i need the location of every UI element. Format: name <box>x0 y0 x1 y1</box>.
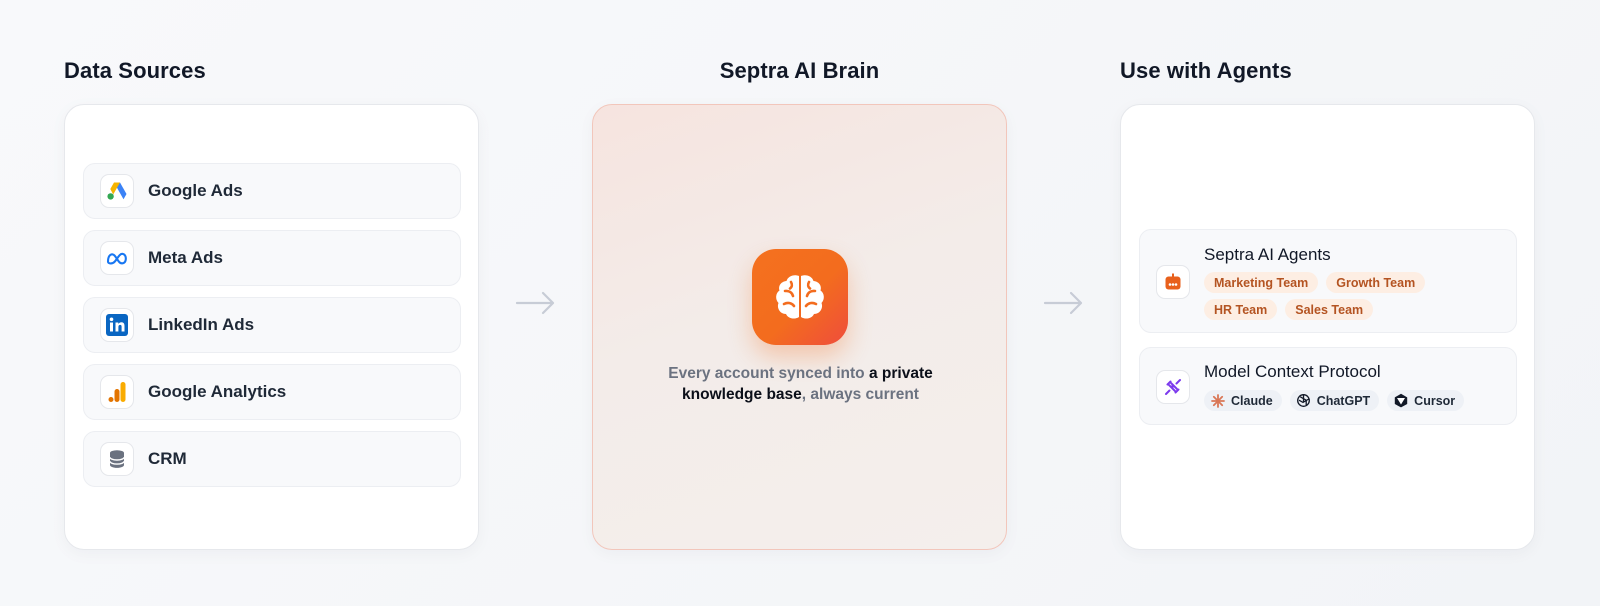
team-tags: Marketing Team Growth Team HR Team Sales… <box>1204 272 1504 320</box>
tag-cursor[interactable]: Cursor <box>1387 390 1465 411</box>
tag-claude[interactable]: Claude <box>1204 390 1282 411</box>
source-item-google-ads[interactable]: Google Ads <box>83 163 461 219</box>
tag-sales-team[interactable]: Sales Team <box>1285 299 1374 320</box>
arrow-right-icon <box>1043 291 1083 315</box>
data-sources-card: Google Ads Meta Ads LinkedIn Ads <box>64 104 479 550</box>
caption-highlight: a private knowledge base <box>682 365 933 403</box>
tag-label: Cursor <box>1414 393 1456 408</box>
septra-agents-box[interactable]: Septra AI Agents Marketing Team Growth T… <box>1139 229 1517 333</box>
tag-label: Claude <box>1231 393 1273 408</box>
data-sources-title: Data Sources <box>64 58 206 83</box>
tag-label: ChatGPT <box>1316 393 1371 408</box>
source-label: CRM <box>148 449 187 468</box>
brain-icon <box>752 249 848 345</box>
database-icon <box>100 442 134 476</box>
source-item-google-analytics[interactable]: Google Analytics <box>83 364 461 420</box>
tag-growth-team[interactable]: Growth Team <box>1326 272 1426 293</box>
caption-text: Every account synced into <box>668 365 869 382</box>
source-label: LinkedIn Ads <box>148 315 255 334</box>
tag-chatgpt[interactable]: ChatGPT <box>1289 390 1380 411</box>
meta-icon <box>100 241 134 275</box>
source-label: Meta Ads <box>148 248 223 267</box>
source-item-meta-ads[interactable]: Meta Ads <box>83 230 461 286</box>
robot-icon <box>1156 265 1190 299</box>
mcp-tags: Claude ChatGPT <box>1204 390 1504 411</box>
source-item-crm[interactable]: CRM <box>83 431 461 487</box>
linkedin-icon <box>100 308 134 342</box>
google-analytics-icon <box>100 375 134 409</box>
brain-card: Every account synced into a private know… <box>592 104 1007 550</box>
source-item-linkedin-ads[interactable]: LinkedIn Ads <box>83 297 461 353</box>
source-label: Google Analytics <box>148 382 287 401</box>
chatgpt-icon <box>1296 393 1312 409</box>
arrow-right-icon <box>515 291 555 315</box>
brain-title: Septra AI Brain <box>719 58 880 83</box>
use-with-agents-card: Septra AI Agents Marketing Team Growth T… <box>1120 104 1535 550</box>
brain-caption: Every account synced into a private know… <box>633 363 968 405</box>
mcp-title: Model Context Protocol <box>1204 362 1381 381</box>
plug-icon <box>1156 370 1190 404</box>
caption-text-end: , always current <box>801 386 919 403</box>
tag-hr-team[interactable]: HR Team <box>1204 299 1278 320</box>
cursor-icon <box>1393 393 1409 409</box>
tag-marketing-team[interactable]: Marketing Team <box>1204 272 1319 293</box>
mcp-box[interactable]: Model Context Protocol Claude <box>1139 347 1517 425</box>
source-label: Google Ads <box>148 181 243 200</box>
claude-icon <box>1210 393 1226 409</box>
septra-agents-title: Septra AI Agents <box>1204 245 1331 264</box>
google-ads-icon <box>100 174 134 208</box>
use-with-agents-title: Use with Agents <box>1120 58 1292 83</box>
